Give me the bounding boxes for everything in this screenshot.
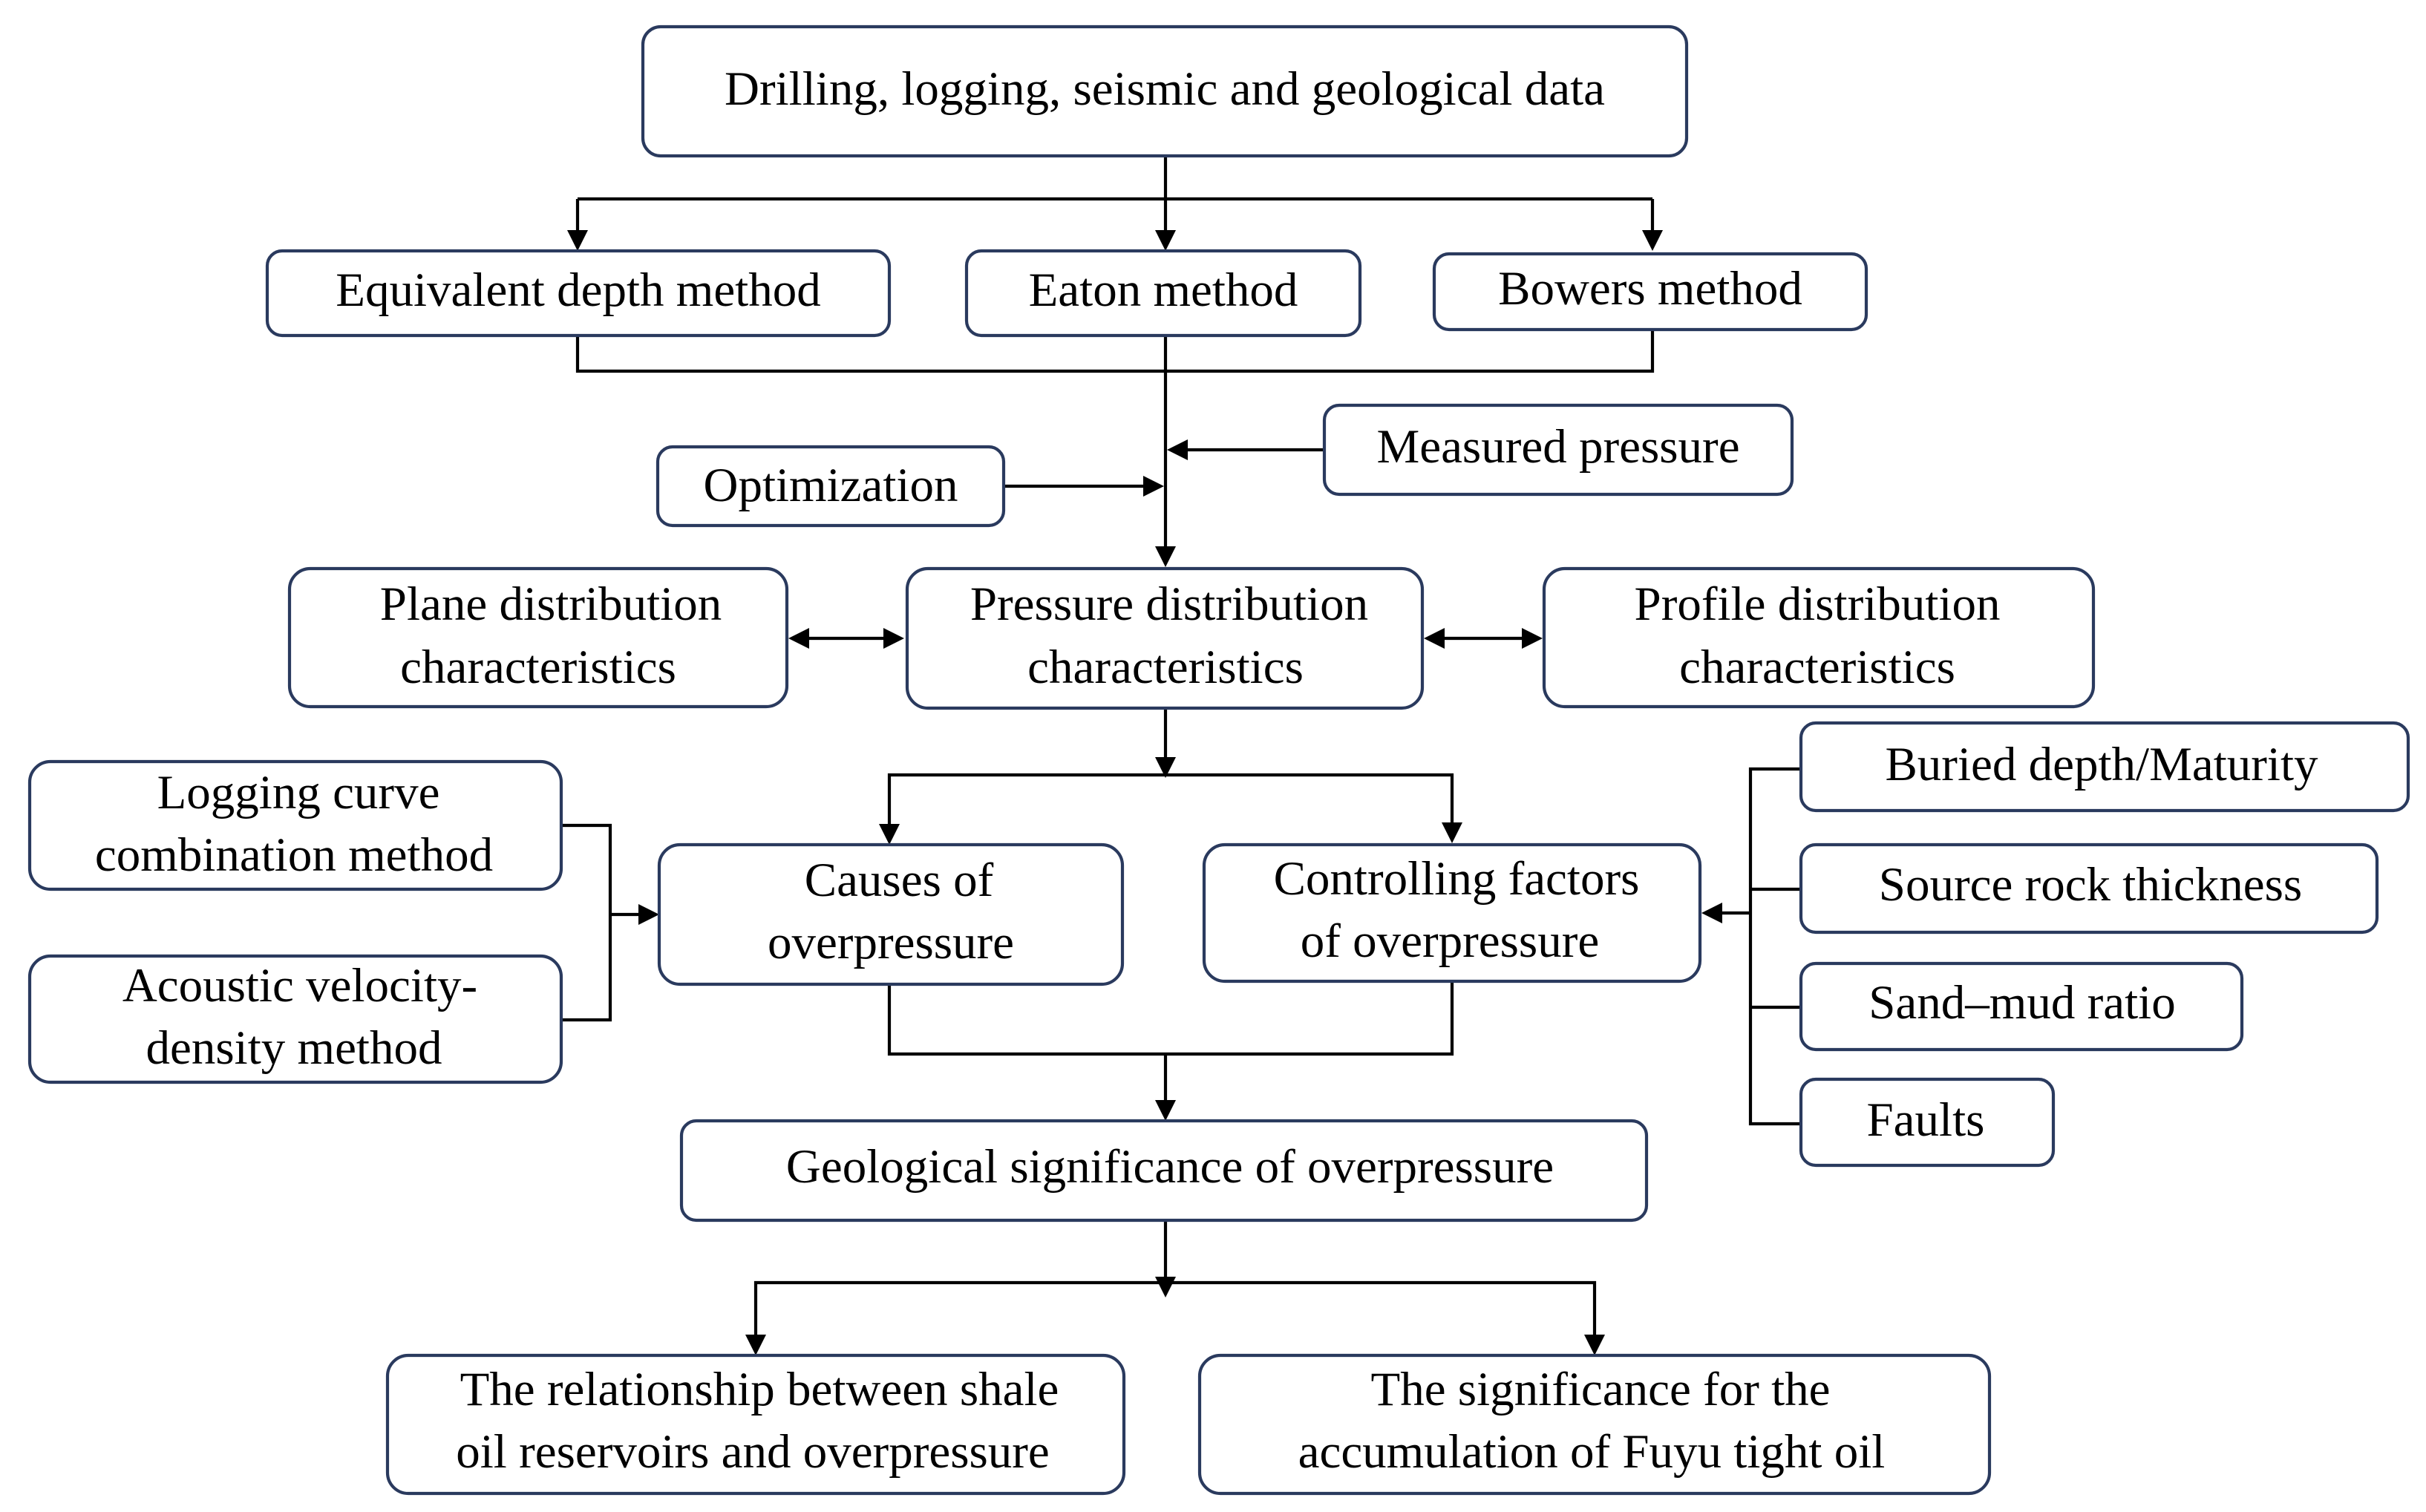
arrow-bracket-to-causes bbox=[638, 904, 659, 925]
causes-box bbox=[657, 842, 1125, 986]
geological-significance-label: Geological significance of overpressure bbox=[786, 1140, 1554, 1194]
causes-label-line2: overpressure bbox=[768, 916, 1014, 969]
arrow-to-causes bbox=[879, 824, 900, 845]
optimization-label: Optimization bbox=[704, 459, 958, 512]
controlling-factors-label-line2: of overpressure bbox=[1301, 914, 1599, 968]
arrow-to-significance bbox=[1155, 1100, 1176, 1121]
measured-pressure-box bbox=[1322, 403, 1794, 497]
optimization-box bbox=[655, 445, 1006, 528]
equivalent-depth-box bbox=[265, 249, 892, 338]
arrowheads bbox=[567, 230, 1722, 1355]
arrow-bracket-to-controlling bbox=[1701, 903, 1722, 923]
arrow-plane-right bbox=[883, 628, 904, 649]
logging-curve-label-line2: combination method bbox=[95, 828, 493, 882]
source-rock-box bbox=[1799, 842, 2379, 935]
eaton-box bbox=[964, 249, 1362, 338]
eaton-label: Eaton method bbox=[1029, 264, 1298, 317]
connectors bbox=[563, 156, 1801, 1336]
arrow-significance-down bbox=[1155, 1277, 1176, 1297]
data-sources-box bbox=[641, 24, 1689, 158]
plane-distribution-label-line1: Plane distribution bbox=[380, 577, 722, 631]
buried-depth-node: Buried depth/Maturity bbox=[1799, 721, 2410, 813]
data-sources-label: Drilling, logging, seismic and geologica… bbox=[725, 62, 1605, 116]
data-sources-node: Drilling, logging, seismic and geologica… bbox=[641, 24, 1689, 158]
causes-label-line1: Causes of bbox=[805, 854, 994, 907]
connector-merge-to-significance bbox=[887, 981, 1454, 1056]
arrow-to-eaton bbox=[1155, 230, 1176, 251]
logging-curve-node: Logging curve combination method bbox=[27, 759, 563, 891]
causes-node: Causes of overpressure bbox=[657, 842, 1125, 986]
pressure-distribution-label-line1: Pressure distribution bbox=[970, 577, 1368, 631]
arrow-profile-left bbox=[1424, 628, 1445, 649]
bowers-box bbox=[1432, 252, 1868, 332]
shale-relationship-box bbox=[385, 1353, 1126, 1496]
profile-distribution-label-line1: Profile distribution bbox=[1635, 577, 2001, 631]
buried-depth-label: Buried depth/Maturity bbox=[1885, 738, 2318, 791]
bowers-node: Bowers method bbox=[1432, 252, 1868, 332]
acoustic-velocity-label-line2: density method bbox=[146, 1021, 442, 1075]
sand-mud-box bbox=[1799, 961, 2244, 1052]
fuyu-significance-box bbox=[1197, 1353, 1992, 1496]
connector-split-causes-controlling bbox=[887, 773, 1454, 831]
shale-relationship-label-line2: oil reservoirs and overpressure bbox=[456, 1425, 1050, 1479]
arrow-to-equivalent-depth bbox=[567, 230, 588, 251]
pressure-distribution-box bbox=[905, 566, 1425, 710]
equivalent-depth-label: Equivalent depth method bbox=[336, 264, 820, 317]
arrow-profile-right bbox=[1522, 628, 1543, 649]
plane-distribution-box bbox=[287, 566, 789, 709]
source-rock-node: Source rock thickness bbox=[1799, 842, 2379, 935]
measured-pressure-node: Measured pressure bbox=[1322, 403, 1794, 497]
geological-significance-node: Geological significance of overpressure bbox=[679, 1119, 1649, 1223]
eaton-node: Eaton method bbox=[964, 249, 1362, 338]
plane-distribution-node: Plane distribution characteristics bbox=[287, 566, 789, 709]
plane-distribution-label-line2: characteristics bbox=[400, 641, 676, 694]
profile-distribution-node: Profile distribution characteristics bbox=[1542, 566, 2096, 709]
fuyu-significance-node: The significance for the accumulation of… bbox=[1197, 1353, 1992, 1496]
arrow-to-bowers bbox=[1642, 230, 1663, 251]
connector-split-outcomes bbox=[753, 1280, 1597, 1336]
acoustic-velocity-label-line1: Acoustic velocity- bbox=[122, 959, 477, 1012]
connector-right-bracket bbox=[1748, 767, 1801, 1126]
arrow-optimization bbox=[1143, 476, 1164, 497]
connector-left-bracket bbox=[563, 823, 612, 1022]
arrow-pressure-down bbox=[1155, 757, 1176, 778]
measured-pressure-label: Measured pressure bbox=[1376, 420, 1739, 474]
faults-node: Faults bbox=[1799, 1077, 2056, 1168]
connector-methods-merge bbox=[575, 330, 1655, 373]
logging-curve-box bbox=[27, 759, 563, 891]
optimization-node: Optimization bbox=[655, 445, 1006, 528]
geological-significance-box bbox=[679, 1119, 1649, 1223]
shale-relationship-node: The relationship between shale oil reser… bbox=[385, 1353, 1126, 1496]
logging-curve-label-line1: Logging curve bbox=[157, 766, 440, 819]
bowers-label: Bowers method bbox=[1498, 262, 1802, 315]
arrow-to-controlling bbox=[1442, 822, 1462, 843]
arrow-plane-left bbox=[788, 628, 809, 649]
pressure-distribution-label-line2: characteristics bbox=[1027, 641, 1304, 694]
profile-distribution-box bbox=[1542, 566, 2096, 709]
arrow-to-shale-relationship bbox=[745, 1335, 766, 1355]
pressure-distribution-node: Pressure distribution characteristics bbox=[905, 566, 1425, 710]
arrow-measured-pressure bbox=[1167, 439, 1188, 460]
equivalent-depth-node: Equivalent depth method bbox=[265, 249, 892, 338]
sand-mud-node: Sand–mud ratio bbox=[1799, 961, 2244, 1052]
buried-depth-box bbox=[1799, 721, 2410, 813]
controlling-factors-box bbox=[1202, 842, 1702, 984]
arrow-to-fuyu-significance bbox=[1584, 1335, 1605, 1355]
controlling-factors-label-line1: Controlling factors bbox=[1274, 852, 1640, 906]
sand-mud-label: Sand–mud ratio bbox=[1868, 976, 2175, 1030]
faults-label: Faults bbox=[1867, 1093, 1985, 1147]
faults-box bbox=[1799, 1077, 2056, 1168]
fuyu-significance-label-line2: accumulation of Fuyu tight oil bbox=[1298, 1425, 1886, 1479]
profile-distribution-label-line2: characteristics bbox=[1679, 641, 1955, 694]
acoustic-velocity-node: Acoustic velocity- density method bbox=[27, 954, 563, 1084]
fuyu-significance-label-line1: The significance for the bbox=[1370, 1363, 1830, 1416]
source-rock-label: Source rock thickness bbox=[1879, 858, 2302, 912]
shale-relationship-label-line1: The relationship between shale bbox=[460, 1363, 1059, 1416]
controlling-factors-node: Controlling factors of overpressure bbox=[1202, 842, 1702, 984]
acoustic-velocity-box bbox=[27, 954, 563, 1084]
arrow-to-pressure-distribution bbox=[1155, 546, 1176, 567]
